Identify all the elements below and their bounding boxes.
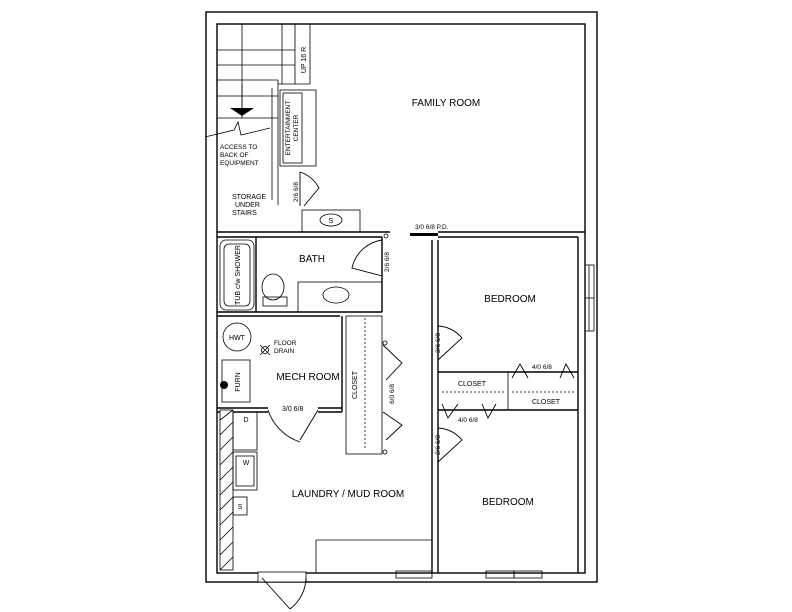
bedroom-upper-door <box>437 325 463 361</box>
floor-drain-label-1: FLOOR <box>274 340 297 347</box>
storage-label-2: UNDER <box>235 202 260 209</box>
laundry-sink <box>232 496 248 516</box>
windows <box>395 264 595 579</box>
laundry-sink-label: S <box>238 504 243 511</box>
access-label-2: BACK OF <box>220 152 249 159</box>
hwt-label: HWT <box>229 335 246 342</box>
bedroom-lower-door <box>437 427 463 463</box>
laundry-hatch <box>219 409 234 571</box>
vanity-sink <box>322 286 350 304</box>
mech-door <box>267 409 319 443</box>
mech-room-label: MECH ROOM <box>276 372 339 383</box>
hall-closet-door-label: 6/0 6/8 <box>389 384 396 404</box>
washer-label: W <box>243 460 250 467</box>
furnace <box>221 359 251 403</box>
laundry-label: LAUNDRY / MUD ROOM <box>292 489 404 500</box>
floor-drain-icon <box>259 344 271 356</box>
entertainment-label-1: ENTERTAINMENT <box>285 101 292 156</box>
interior-walls <box>217 209 585 573</box>
stairs <box>204 24 311 205</box>
storage-door-label: 2/6 6/8 <box>293 182 300 202</box>
storage-door <box>299 171 320 207</box>
tub-label: TUB c/w SHOWER <box>235 245 242 305</box>
access-label-1: ACCESS TO <box>220 144 257 151</box>
patio-door-label: 3/0 6/8 P.D. <box>415 224 449 231</box>
entertainment-label-2: CENTER <box>293 114 300 141</box>
sink-label: S <box>329 218 334 225</box>
dryer-label: D <box>243 417 248 424</box>
bedroom-lower-closet-door <box>441 403 497 420</box>
bedroom-upper-closet-label: CLOSET <box>458 381 487 388</box>
bedroom-upper-label: BEDROOM <box>484 294 536 305</box>
washer <box>232 451 258 491</box>
furnace-label: FURN <box>235 372 242 391</box>
bedroom-upper-door-label: 2/6 6/8 <box>435 333 442 353</box>
bedroom-lower-door-label: 2/6 6/8 <box>435 435 442 455</box>
laundry-counter <box>219 409 234 571</box>
hwt-fixture <box>222 322 252 352</box>
mech-door-label: 3/0 6/8 <box>282 406 304 413</box>
furnace-burner-icon <box>220 381 228 389</box>
bedroom-lower-label: BEDROOM <box>482 497 534 508</box>
bedroom-lower-closet-label: CLOSET <box>532 399 561 406</box>
bedroom-lower-closet-door-label: 4/0 6/8 <box>458 417 478 424</box>
patio-door <box>410 233 438 236</box>
bath-door <box>351 233 389 277</box>
bath-label: BATH <box>299 254 325 265</box>
sink-fixture <box>319 213 343 227</box>
family-room-label: FAMILY ROOM <box>412 98 481 109</box>
stair-arrow-icon <box>230 108 254 116</box>
toilet <box>261 273 288 307</box>
tub <box>219 239 255 311</box>
storage-label-3: STAIRS <box>232 210 257 217</box>
storage-label-1: STORAGE <box>232 194 266 201</box>
hall-closet-door <box>382 340 403 455</box>
laundry-exterior-door <box>257 571 307 610</box>
entertainment-center <box>279 89 317 167</box>
floor-drain-label-2: DRAIN <box>274 348 295 355</box>
vanity <box>297 281 383 313</box>
access-label-3: EQUIPMENT <box>220 160 259 167</box>
stairs-up-label: UP 16 R <box>301 47 308 73</box>
bath-door-label: 2/6 6/8 <box>384 252 391 272</box>
bedroom-upper-closet-door-label: 4/0 6/8 <box>532 364 552 371</box>
dryer <box>232 411 258 451</box>
hall-closet-label: CLOSET <box>352 370 359 399</box>
bedroom-upper-closet-door <box>511 362 575 379</box>
